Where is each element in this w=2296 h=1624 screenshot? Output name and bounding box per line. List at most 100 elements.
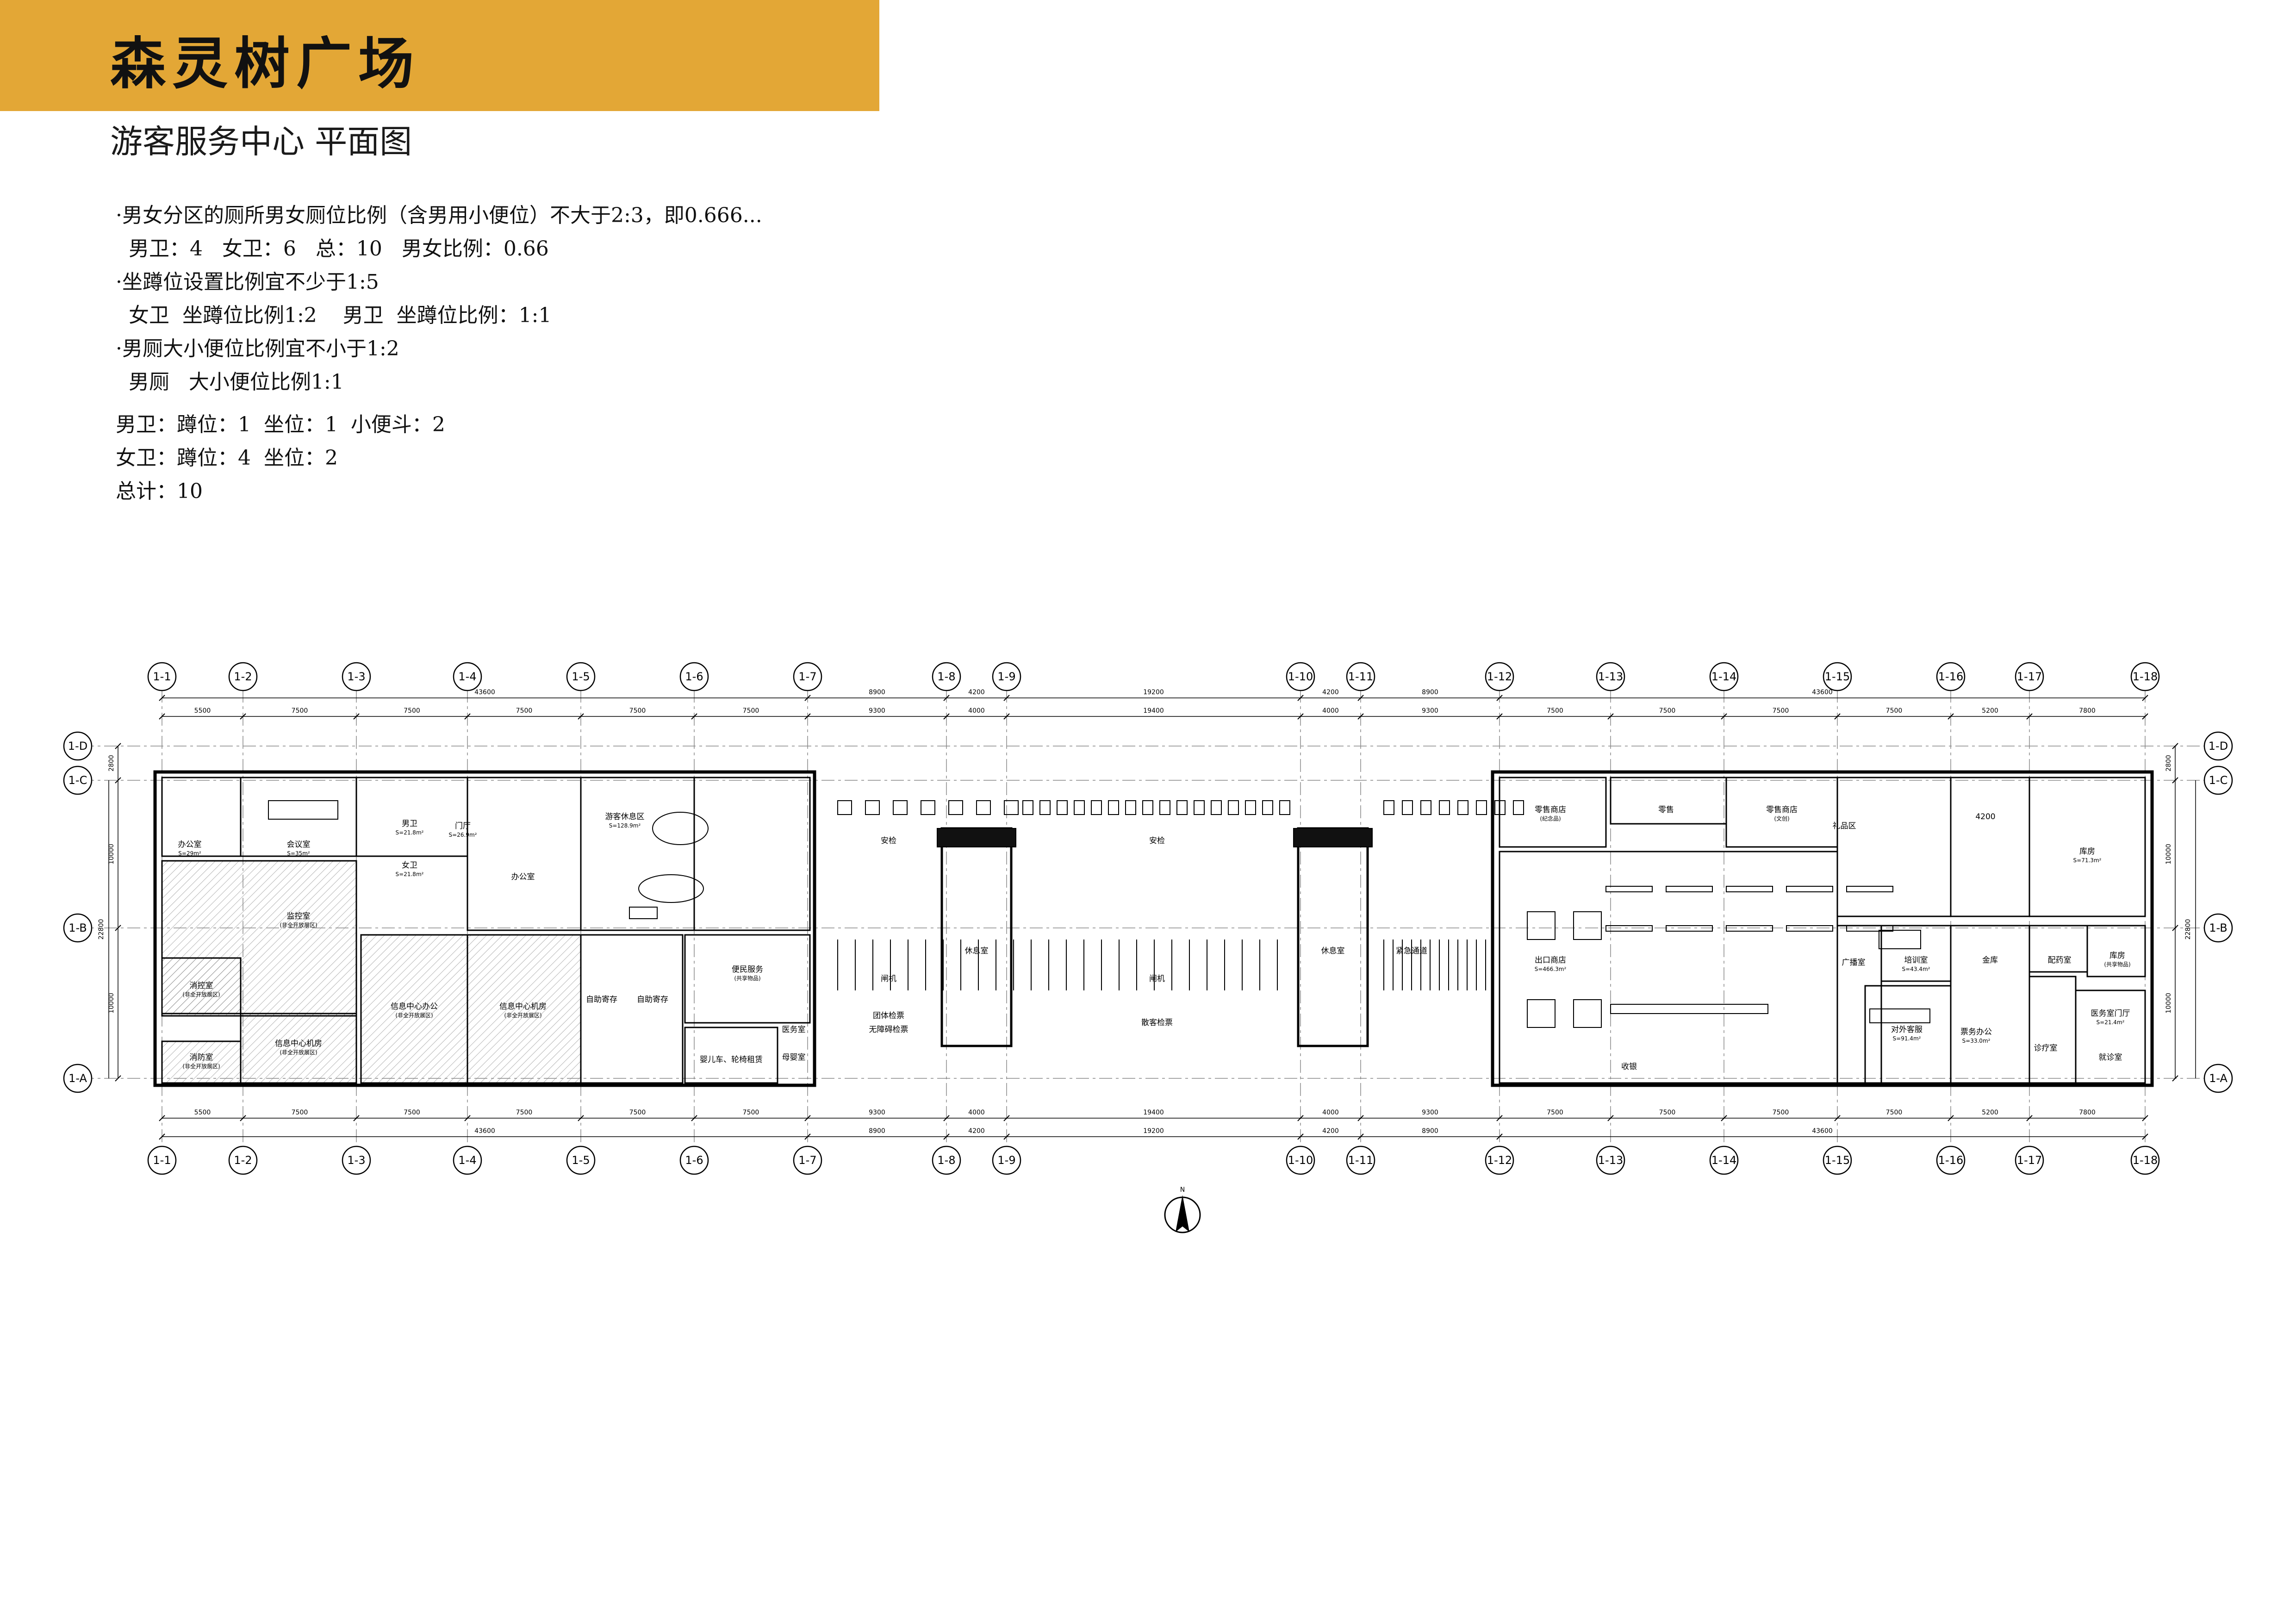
dimension-tick	[1003, 695, 1010, 701]
room-name: 培训室	[1904, 956, 1928, 965]
room-area: (文创)	[1774, 815, 1789, 822]
note-line: 男厕 大小便位比例1:1	[116, 370, 344, 394]
dimension-tick	[1297, 1115, 1304, 1121]
room-name: 消防室	[190, 1053, 213, 1062]
grid-bubble-label: 1-1	[153, 1154, 171, 1167]
dimension-label: 9300	[1422, 1109, 1438, 1116]
gate-turnstile	[1194, 800, 1205, 815]
gate-turnstile	[1476, 800, 1487, 815]
dimension-tick	[1607, 1115, 1614, 1121]
dimension-label: 7500	[1886, 707, 1903, 715]
partition	[1864, 985, 1952, 1084]
room-area: S=43.4m²	[1902, 966, 1930, 972]
dimension-label: 9300	[869, 1109, 885, 1116]
room-name: 休息室	[965, 946, 989, 956]
dimension-label: 7500	[629, 1109, 646, 1116]
partition	[684, 934, 811, 1024]
grid-bubble	[1596, 1145, 1625, 1175]
grid-bubble	[453, 662, 482, 691]
grid-bubble-label: 1-16	[1938, 1154, 1963, 1167]
gate-turnstile	[1091, 800, 1102, 815]
lounge-seat	[638, 874, 704, 903]
room-name: 办公室	[511, 872, 535, 882]
dimension-label: 4200	[1322, 1127, 1339, 1135]
dimension-tick	[2172, 1075, 2178, 1082]
page-title: 森灵树广场	[110, 32, 420, 96]
gate-turnstile	[1457, 800, 1468, 815]
grid-bubble	[2015, 662, 2044, 691]
gate-turnstile	[1125, 800, 1136, 815]
note-line: 女卫：蹲位：4 坐位：2	[116, 446, 338, 470]
room-area: (非全开放展区)	[280, 1049, 317, 1056]
partition	[1950, 925, 2030, 1084]
dimension-tick	[115, 743, 121, 749]
grid-bubble-label: 1-14	[1711, 1154, 1736, 1167]
dimension-label: 8900	[1422, 689, 1438, 696]
dimension-tick	[1357, 713, 1364, 720]
gate-turnstile	[1039, 800, 1051, 815]
shelf	[1726, 925, 1773, 932]
dimension-label: 7500	[1659, 707, 1676, 715]
dimension-label: 8900	[869, 1127, 885, 1135]
grid-bubble-label: 1-A	[68, 1072, 87, 1085]
room-area: (共享物品)	[734, 975, 760, 982]
grid-bubble-label: 1-12	[1487, 1154, 1512, 1167]
grid-bubble	[932, 1145, 961, 1175]
room-area: (非全开放展区)	[280, 921, 317, 928]
gate-turnstile	[1211, 800, 1222, 815]
dimension-label: 10000	[2165, 844, 2172, 865]
grid-bubble	[1823, 662, 1852, 691]
shelf	[1666, 886, 1713, 892]
dimension-tick	[1721, 713, 1727, 720]
gate-turnstile	[1228, 800, 1239, 815]
gate-turnstile	[865, 800, 880, 815]
hatched-room	[241, 1014, 356, 1083]
grid-lines	[81, 690, 2217, 1148]
dimension-label: 10000	[108, 844, 115, 865]
grid-bubble-label: 1-15	[1825, 1154, 1850, 1167]
grid-bubble-label: 1-9	[997, 670, 1015, 683]
grid-bubble	[453, 1145, 482, 1175]
partition	[2028, 976, 2077, 1084]
grid-bubble	[2203, 765, 2233, 795]
dimension-tick	[804, 713, 811, 720]
grid-bubble	[1936, 662, 1966, 691]
room-name: 诊疗室	[2034, 1044, 2058, 1053]
gate-turnstile	[1057, 800, 1068, 815]
dimension-label: 4200	[1322, 689, 1339, 696]
room-name: 便民服务	[732, 965, 763, 974]
shelf	[1726, 886, 1773, 892]
room-name: 休息室	[1321, 946, 1345, 956]
dimension-tick	[1003, 713, 1010, 720]
grid-bubble-label: 1-16	[1938, 670, 1963, 683]
room-area: S=128.9m²	[609, 822, 641, 829]
room-name: 监控室	[287, 912, 311, 921]
room-name: 会议室	[287, 840, 311, 849]
dimension-label: 7500	[1547, 1109, 1563, 1116]
dimension-label: 5200	[1982, 1109, 1998, 1116]
display-table	[1573, 999, 1602, 1028]
desk	[629, 907, 658, 919]
gate-turnstile	[1513, 800, 1524, 815]
dimension-label: 7500	[516, 1109, 533, 1116]
room-name: 女卫	[402, 861, 417, 870]
room-area: S=21.4m²	[2097, 1019, 2125, 1026]
grid-bubble-label: 1-7	[798, 670, 816, 683]
grid-bubble	[793, 1145, 822, 1175]
room-name: 办公室	[178, 840, 202, 849]
grid-bubble-label: 1-C	[2209, 774, 2228, 787]
gate-turnstile	[1245, 800, 1256, 815]
partition	[240, 1013, 357, 1084]
partition	[2086, 925, 2146, 977]
grid-bubble-label: 1-2	[234, 1154, 252, 1167]
grid-bubble	[2203, 731, 2233, 761]
grid-bubble-label: 1-8	[937, 670, 955, 683]
room-name: 无障碍检票	[869, 1025, 908, 1034]
partition	[1880, 925, 1952, 982]
gate-turnstile	[1074, 800, 1085, 815]
grid-bubble	[566, 1145, 596, 1175]
grid-bubble	[147, 662, 177, 691]
display-table	[1527, 911, 1556, 940]
dimension-label: 7800	[2079, 707, 2096, 715]
partition	[2028, 925, 2088, 973]
